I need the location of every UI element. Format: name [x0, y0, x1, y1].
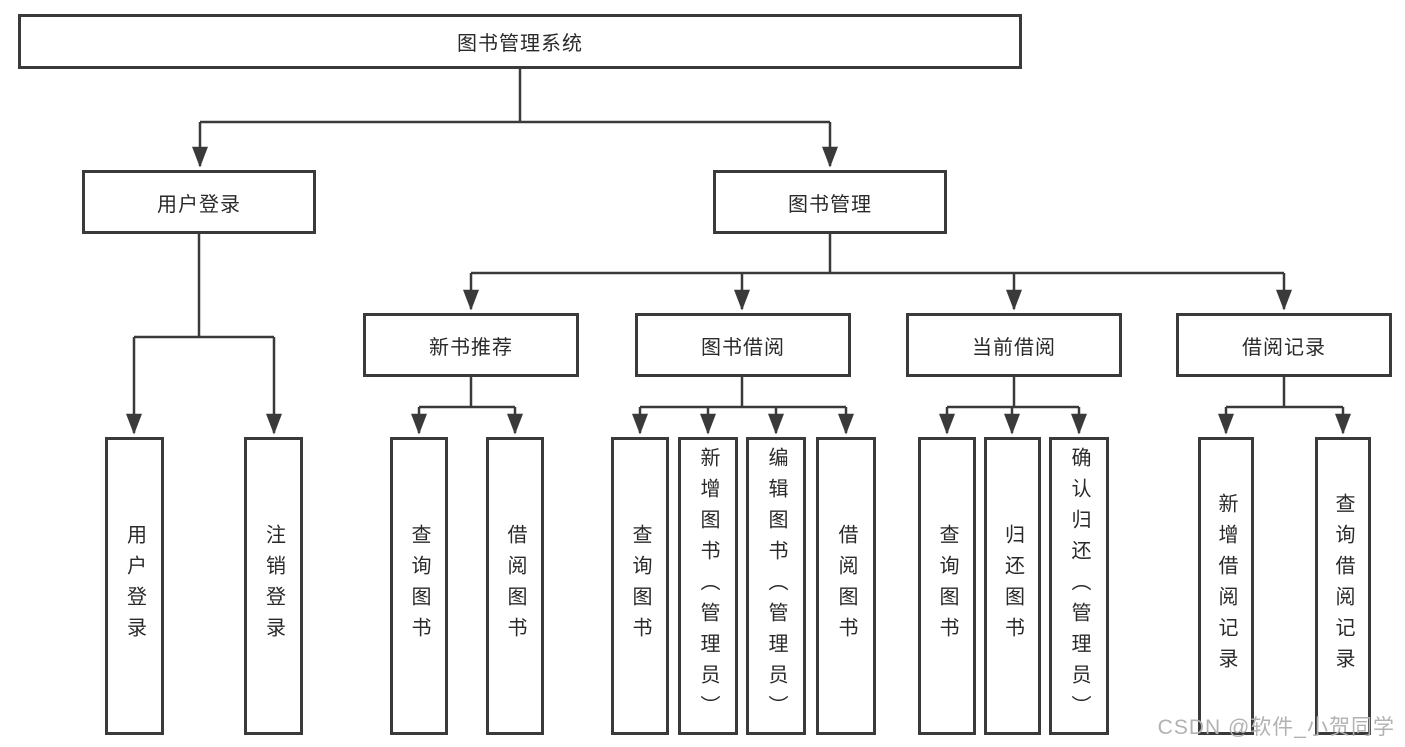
leaf-query-borrow-record: 查询借阅记录 — [1315, 437, 1371, 735]
leaf-borrow-book-under-new-book: 借阅图书 — [486, 437, 544, 735]
node-book-management: 图书管理 — [713, 170, 947, 234]
node-borrowing-records: 借阅记录 — [1176, 313, 1392, 377]
leaf-logout: 注销登录 — [244, 437, 303, 735]
node-current-borrowing: 当前借阅 — [906, 313, 1122, 377]
node-label: 确认归还（管理员） — [1068, 446, 1090, 726]
leaf-query-book-under-current-borrowing: 查询图书 — [918, 437, 976, 735]
node-label: 新增借阅记录 — [1215, 493, 1237, 679]
node-label: 归还图书 — [1001, 524, 1024, 648]
node-book-borrowing: 图书借阅 — [635, 313, 851, 377]
node-label: 借阅记录 — [1242, 336, 1326, 359]
node-label: 查询图书 — [408, 524, 430, 648]
leaf-user-login: 用户登录 — [105, 437, 164, 735]
node-label: 注销登录 — [262, 524, 285, 648]
node-label: 编辑图书（管理员） — [765, 446, 787, 726]
leaf-add-borrow-record: 新增借阅记录 — [1198, 437, 1254, 735]
leaf-confirm-return-admin: 确认归还（管理员） — [1049, 437, 1109, 735]
node-label: 新增图书（管理员） — [697, 446, 719, 726]
node-library-management-system: 图书管理系统 — [18, 14, 1022, 69]
node-label: 借阅图书 — [504, 524, 526, 648]
node-new-book-recommendation: 新书推荐 — [363, 313, 579, 377]
leaf-query-book-under-new-book: 查询图书 — [390, 437, 448, 735]
node-label: 用户登录 — [157, 193, 241, 216]
node-label: 当前借阅 — [972, 336, 1056, 359]
node-label: 图书管理 — [788, 193, 872, 216]
leaf-query-book-under-book-borrowing: 查询图书 — [611, 437, 669, 735]
node-label: 查询图书 — [936, 524, 958, 648]
leaf-edit-book-admin: 编辑图书（管理员） — [746, 437, 806, 735]
node-label: 新书推荐 — [429, 336, 513, 359]
leaf-return-book: 归还图书 — [984, 437, 1041, 735]
node-label: 借阅图书 — [835, 524, 857, 648]
leaf-borrow-book-under-book-borrowing: 借阅图书 — [816, 437, 876, 735]
node-label: 查询借阅记录 — [1332, 493, 1354, 679]
node-label: 图书借阅 — [701, 336, 785, 359]
node-label: 用户登录 — [123, 524, 146, 648]
node-label: 图书管理系统 — [457, 33, 583, 55]
node-label: 查询图书 — [629, 524, 651, 648]
leaf-add-book-admin: 新增图书（管理员） — [678, 437, 738, 735]
csdn-watermark: CSDN @软件_小贺同学 — [1157, 716, 1395, 739]
node-user-login: 用户登录 — [82, 170, 316, 234]
